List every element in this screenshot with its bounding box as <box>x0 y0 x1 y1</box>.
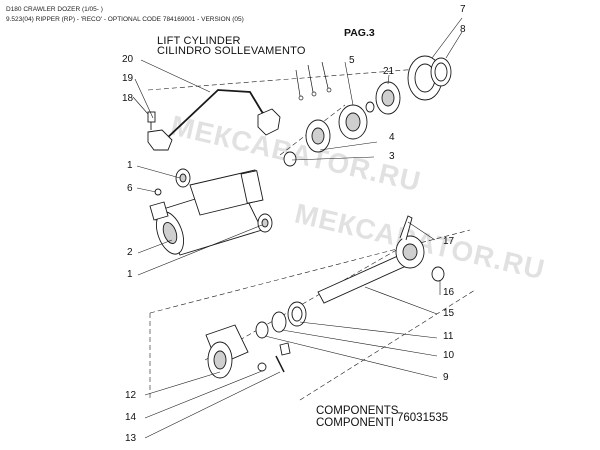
callout-10: 10 <box>443 350 455 361</box>
cylinder-tube <box>189 169 264 216</box>
title-it: CILINDRO SOLLEVAMENTO <box>157 45 306 57</box>
header-line-1: D180 CRAWLER DOZER (1/05- ) <box>6 6 103 13</box>
callout-1-lower: 1 <box>127 269 133 280</box>
diagram-code: 76031535 <box>397 412 449 424</box>
callout-13: 13 <box>125 433 137 444</box>
leader-lines <box>132 17 463 439</box>
rod-guide <box>205 324 249 379</box>
footer-components-it: COMPONENTI <box>316 417 394 429</box>
piston-rod <box>317 215 445 304</box>
o-ring <box>365 101 375 113</box>
screws-group <box>295 61 332 101</box>
clamp-6 <box>149 201 169 221</box>
bush-16 <box>431 266 445 282</box>
callout-21: 21 <box>383 66 395 77</box>
callout-2: 2 <box>127 247 133 258</box>
page-reference: PAG.3 <box>344 27 375 39</box>
callout-17: 17 <box>443 236 455 247</box>
seal-10 <box>271 311 287 333</box>
callout-5: 5 <box>349 55 355 66</box>
callout-7: 7 <box>460 4 466 15</box>
callout-9: 9 <box>443 372 449 383</box>
callout-20: 20 <box>122 54 134 65</box>
grease-nipple <box>399 215 413 241</box>
callout-6: 6 <box>127 183 133 194</box>
callout-8: 8 <box>460 24 466 35</box>
callout-14: 14 <box>125 412 137 423</box>
title-en: LIFT CYLINDER <box>157 35 241 47</box>
callout-16: 16 <box>443 287 455 298</box>
callout-15: 15 <box>443 308 455 319</box>
footer-components-en: COMPONENTS <box>316 405 399 417</box>
callout-3: 3 <box>389 151 395 162</box>
callout-18: 18 <box>122 93 134 104</box>
callout-12: 12 <box>125 390 137 401</box>
seal-9 <box>255 321 269 339</box>
washer-14 <box>257 362 267 372</box>
bolt <box>275 342 291 373</box>
header-line-2: 9.523(04) RIPPER (RP) - 'RECO' - OPTIONA… <box>6 16 244 23</box>
callout-19: 19 <box>122 73 134 84</box>
hydraulic-pipe <box>164 89 271 141</box>
bleed-screw <box>147 111 156 130</box>
callout-11: 11 <box>443 331 454 342</box>
top-fitting <box>147 129 173 151</box>
pipe-fitting <box>257 108 281 136</box>
callout-4: 4 <box>389 132 395 143</box>
callout-1-upper: 1 <box>127 160 133 171</box>
small-bush <box>283 151 297 167</box>
